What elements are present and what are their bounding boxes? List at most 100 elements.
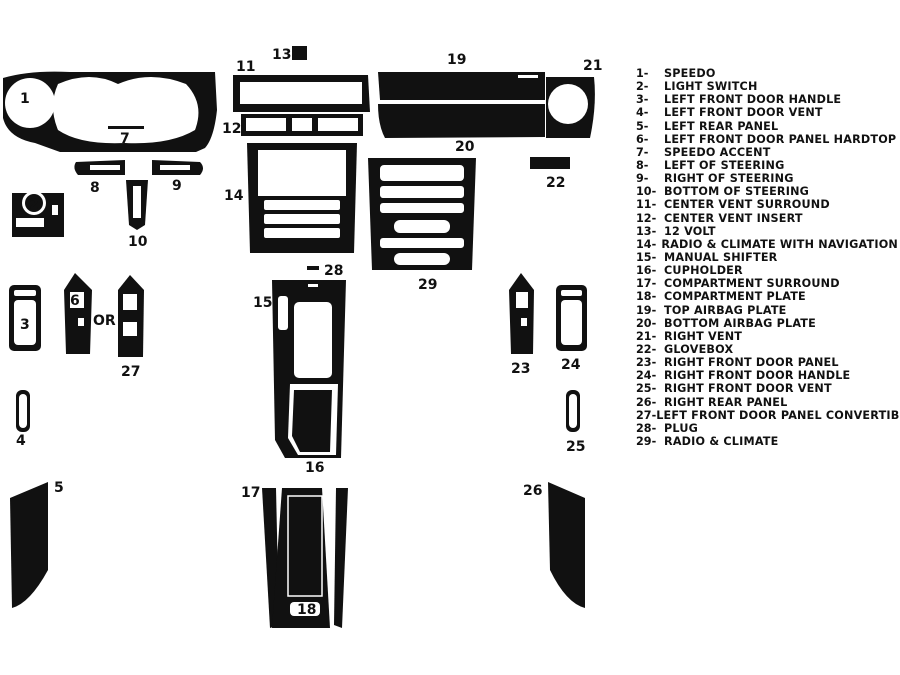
legend-label: RIGHT OF STEERING	[664, 172, 794, 186]
legend-item: 15-MANUAL SHIFTER	[636, 251, 898, 264]
part-number: 11	[236, 59, 255, 75]
legend-label: RIGHT VENT	[664, 329, 743, 343]
part-number: 20	[455, 139, 475, 155]
legend-item: 3- LEFT FRONT DOOR HANDLE	[636, 93, 898, 106]
legend-item: 24- RIGHT FRONT DOOR HANDLE	[636, 369, 898, 382]
legend-label: LEFT REAR PANEL	[664, 119, 779, 133]
part-number: 25	[566, 439, 585, 455]
legend-number: 12-	[636, 211, 657, 225]
legend-number: 2-	[636, 80, 649, 94]
part-number: 24	[561, 357, 581, 373]
part-5-left-rear-panel	[10, 482, 48, 608]
legend-number: 9-	[636, 172, 649, 186]
legend-label: CENTER VENT SURROUND	[664, 198, 830, 212]
legend-item: 20-BOTTOM AIRBAG PLATE	[636, 317, 898, 330]
legend-item: 18- COMPARTMENT PLATE	[636, 290, 898, 303]
legend-number: 16-	[636, 264, 657, 278]
part-number: 26	[523, 483, 542, 499]
legend-item: 4- LEFT FRONT DOOR VENT	[636, 106, 898, 119]
legend-item: 14- RADIO & CLIMATE WITH NAVIGATION	[636, 238, 898, 251]
legend-item: 25-RIGHT FRONT DOOR VENT	[636, 382, 898, 395]
legend-label: GLOVEBOX	[664, 342, 734, 356]
or-connector-label: OR	[93, 313, 116, 329]
legend-number: 21-	[636, 329, 657, 343]
part-number: 14	[224, 188, 244, 204]
legend-number: 19-	[636, 303, 657, 317]
part-number: 3	[20, 317, 30, 333]
legend-number: 23-	[636, 356, 657, 370]
legend-number: 1-	[636, 67, 649, 80]
legend-item: 28-PLUG	[636, 422, 898, 435]
part-number: 2	[29, 197, 39, 213]
legend-label: PLUG	[664, 421, 698, 435]
legend-label: MANUAL SHIFTER	[664, 250, 778, 264]
legend-item: 6- LEFT FRONT DOOR PANEL HARDTOP	[636, 133, 898, 146]
legend-number: 26-	[636, 395, 657, 409]
legend-label: BOTTOM OF STEERING	[664, 185, 810, 199]
part-number: 13	[272, 47, 291, 63]
part-number: 4	[16, 433, 26, 449]
part-13-12-volt	[292, 46, 307, 60]
legend-item: 23-RIGHT FRONT DOOR PANEL	[636, 356, 898, 369]
legend-item: 8- LEFT OF STEERING	[636, 159, 898, 172]
legend-item: 7- SPEEDO ACCENT	[636, 146, 898, 159]
legend-item: 2-LIGHT SWITCH	[636, 80, 898, 93]
legend-item: 29-RADIO & CLIMATE	[636, 435, 898, 448]
legend-label: SPEEDO	[664, 67, 716, 80]
legend-item: 10- BOTTOM OF STEERING	[636, 185, 898, 198]
legend-label: BOTTOM AIRBAG PLATE	[664, 316, 816, 330]
legend-label: LEFT OF STEERING	[664, 158, 785, 172]
legend-number: 6-	[636, 132, 649, 146]
legend-number: 25-	[636, 382, 657, 396]
legend-label: CENTER VENT INSERT	[664, 211, 803, 225]
legend-number: 18-	[636, 290, 657, 304]
part-number: 6	[70, 293, 80, 309]
legend-label: SPEEDO ACCENT	[664, 145, 771, 159]
legend-label: 12 VOLT	[664, 224, 716, 238]
legend-number: 4-	[636, 106, 649, 120]
part-number: 5	[54, 480, 64, 496]
part-number: 17	[241, 485, 260, 501]
part-1-speedo	[3, 71, 217, 152]
legend-number: 24-	[636, 369, 657, 383]
legend-label: COMPARTMENT SURROUND	[664, 277, 840, 291]
part-number: 22	[546, 175, 565, 191]
legend-item: 9- RIGHT OF STEERING	[636, 172, 898, 185]
legend-number: 17-	[636, 277, 657, 291]
part-number: 1	[20, 91, 30, 107]
legend-label: LEFT FRONT DOOR PANEL CONVERTIBLE	[656, 408, 900, 422]
part-number: 7	[120, 131, 130, 147]
legend-number: 10-	[636, 185, 657, 199]
legend-label: RADIO & CLIMATE WITH NAVIGATION	[661, 237, 898, 251]
legend-item: 26- RIGHT REAR PANEL	[636, 396, 898, 409]
part-number: 28	[324, 263, 343, 279]
legend-label: CUPHOLDER	[664, 264, 743, 278]
legend-number: 3-	[636, 93, 649, 107]
legend-number: 8-	[636, 158, 649, 172]
legend-label: LEFT FRONT DOOR PANEL HARDTOP	[664, 132, 897, 146]
legend-item: 17- COMPARTMENT SURROUND	[636, 277, 898, 290]
legend-number: 14-	[636, 237, 657, 251]
part-number: 18	[297, 602, 316, 618]
legend-item: 5- LEFT REAR PANEL	[636, 120, 898, 133]
legend-label: RIGHT REAR PANEL	[664, 395, 788, 409]
legend-number: 27-	[636, 408, 657, 422]
legend-label: TOP AIRBAG PLATE	[664, 303, 787, 317]
legend-label: LEFT FRONT DOOR VENT	[664, 106, 823, 120]
legend-label: RIGHT FRONT DOOR HANDLE	[664, 369, 851, 383]
part-number: 16	[305, 460, 324, 476]
part-26-right-rear-panel	[548, 482, 585, 608]
part-22-glovebox	[530, 157, 570, 169]
part-7-speedo-accent	[108, 126, 144, 129]
legend-item: 16- CUPHOLDER	[636, 264, 898, 277]
legend-number: 7-	[636, 145, 649, 159]
legend-number: 5-	[636, 119, 649, 133]
part-27-left-door-panel-convertible	[118, 275, 144, 357]
part-number: 27	[121, 364, 140, 380]
legend-item: 22- GLOVEBOX	[636, 343, 898, 356]
legend-number: 22-	[636, 342, 657, 356]
legend-label: LEFT FRONT DOOR HANDLE	[664, 93, 842, 107]
legend-label: COMPARTMENT PLATE	[664, 290, 806, 304]
